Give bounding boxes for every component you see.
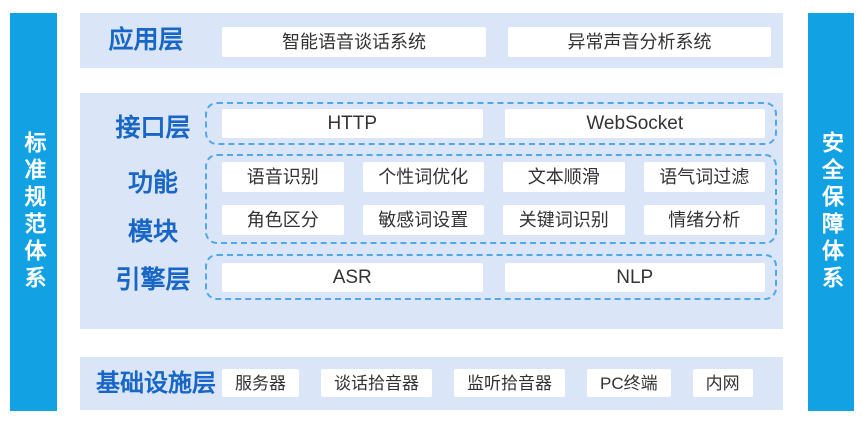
interface-layer-group: HTTP WebSocket bbox=[205, 102, 777, 145]
function-module-label-line1: 功能 bbox=[127, 168, 178, 197]
infrastructure-chips: 服务器 谈话拾音器 监听拾音器 PC终端 内网 bbox=[222, 369, 753, 397]
function-chip: 语音识别 bbox=[222, 162, 344, 192]
function-chip: 敏感词设置 bbox=[362, 205, 484, 235]
function-module-group: 语音识别 个性词优化 文本顺滑 语气词过滤 角色区分 敏感词设置 关键词识别 情… bbox=[205, 154, 777, 244]
application-layer-band: 应用层 智能语音谈话系统 异常声音分析系统 bbox=[80, 13, 783, 68]
infrastructure-chip: 服务器 bbox=[222, 369, 299, 397]
infrastructure-chip: 监听拾音器 bbox=[454, 369, 565, 397]
middle-layers-band: 接口层 功能 模块 引擎层 HTTP WebSocket 语音识别 个性词优化 … bbox=[80, 93, 783, 329]
function-chip: 语气词过滤 bbox=[643, 162, 765, 192]
security-pillar-label: 安全保障体系 bbox=[819, 131, 844, 293]
app-system-chip: 智能语音谈话系统 bbox=[222, 27, 486, 57]
function-chip: 文本顺滑 bbox=[503, 162, 625, 192]
infrastructure-chip: PC终端 bbox=[587, 369, 671, 397]
engine-layer-group: ASR NLP bbox=[205, 254, 777, 300]
function-row-2: 角色区分 敏感词设置 关键词识别 情绪分析 bbox=[222, 205, 765, 235]
infrastructure-chip: 谈话拾音器 bbox=[321, 369, 432, 397]
infrastructure-layer-band: 基础设施层 服务器 谈话拾音器 监听拾音器 PC终端 内网 bbox=[80, 357, 783, 410]
function-chip: 关键词识别 bbox=[503, 205, 625, 235]
interface-chip: WebSocket bbox=[504, 109, 765, 138]
security-pillar: 安全保障体系 bbox=[808, 13, 854, 411]
app-system-chip: 异常声音分析系统 bbox=[508, 27, 771, 57]
function-chip: 角色区分 bbox=[222, 205, 344, 235]
application-layer-label: 应用层 bbox=[108, 26, 184, 54]
function-chip: 情绪分析 bbox=[643, 205, 765, 235]
standards-pillar-label: 标准规范体系 bbox=[21, 131, 47, 293]
standards-pillar: 标准规范体系 bbox=[10, 13, 57, 411]
engine-chip: NLP bbox=[504, 262, 765, 292]
function-chip: 个性词优化 bbox=[362, 162, 484, 192]
infrastructure-layer-label: 基础设施层 bbox=[96, 369, 216, 397]
engine-layer-label: 引擎层 bbox=[115, 265, 191, 294]
interface-chip: HTTP bbox=[222, 109, 483, 138]
interface-layer-label: 接口层 bbox=[115, 113, 191, 142]
infrastructure-chip: 内网 bbox=[692, 369, 753, 397]
engine-chip: ASR bbox=[222, 262, 483, 292]
function-module-label-line2: 模块 bbox=[127, 217, 178, 246]
function-row-1: 语音识别 个性词优化 文本顺滑 语气词过滤 bbox=[222, 162, 765, 192]
